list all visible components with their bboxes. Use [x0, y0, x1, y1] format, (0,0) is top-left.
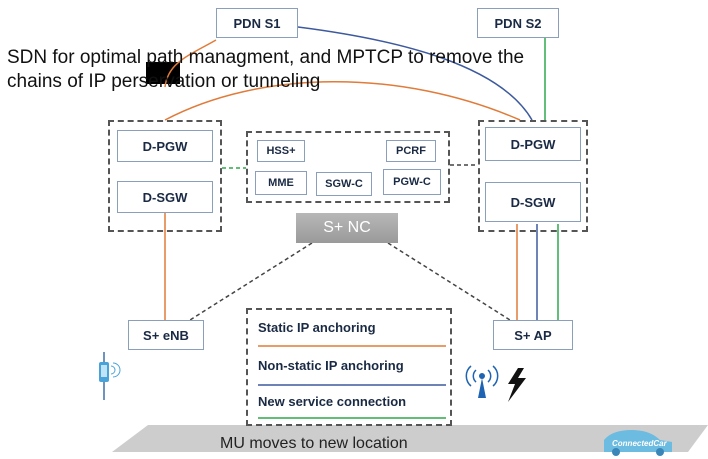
nc-link-ap — [387, 242, 511, 321]
car-icon — [604, 430, 672, 456]
legend-label-nonstatic: Non-static IP anchoring — [258, 358, 404, 373]
dpgw-left-box: D-PGW — [117, 130, 213, 162]
mme-box: MME — [255, 171, 307, 195]
static-line-left-right — [164, 81, 521, 121]
floor-label: MU moves to new location — [220, 435, 408, 452]
left-gateway-group — [108, 120, 222, 232]
antenna-icon — [465, 365, 499, 398]
pdn-s2-box: PDN S2 — [477, 8, 559, 38]
floor-plane — [112, 425, 708, 452]
sgwc-box: SGW-C — [316, 172, 372, 196]
right-gateway-group — [478, 120, 588, 232]
hss-box: HSS+ — [257, 140, 305, 162]
dsgw-left-box: D-SGW — [117, 181, 213, 213]
static-line-s1-left — [164, 39, 217, 88]
dpgw-right-box: D-PGW — [485, 127, 581, 161]
lightning-icon — [508, 368, 526, 402]
pgwc-box: PGW-C — [383, 169, 441, 195]
pdn-s1-box: PDN S1 — [216, 8, 298, 38]
dsgw-right-box: D-SGW — [485, 182, 581, 222]
network-controller: S+ NC — [296, 213, 398, 243]
phone-icon — [99, 352, 121, 400]
core-control-group — [246, 131, 450, 203]
ap-box: S+ AP — [493, 320, 573, 350]
enb-box: S+ eNB — [128, 320, 204, 350]
legend-box — [246, 308, 452, 426]
legend-label-static: Static IP anchoring — [258, 320, 376, 335]
nonstatic-line-s1-right — [297, 26, 533, 121]
caption-line-2: chains of IP perservation or tunneling — [7, 71, 321, 92]
car-label: ConnectedCar — [612, 439, 667, 448]
diagram-caption: SDN for optimal path managment, and MPTC… — [7, 46, 707, 94]
caption-line-1: SDN for optimal path managment, and MPTC… — [7, 47, 525, 68]
black-marker — [146, 62, 180, 84]
legend-label-newconn: New service connection — [258, 394, 407, 409]
pcrf-box: PCRF — [386, 140, 436, 162]
nc-link-enb — [189, 242, 313, 321]
